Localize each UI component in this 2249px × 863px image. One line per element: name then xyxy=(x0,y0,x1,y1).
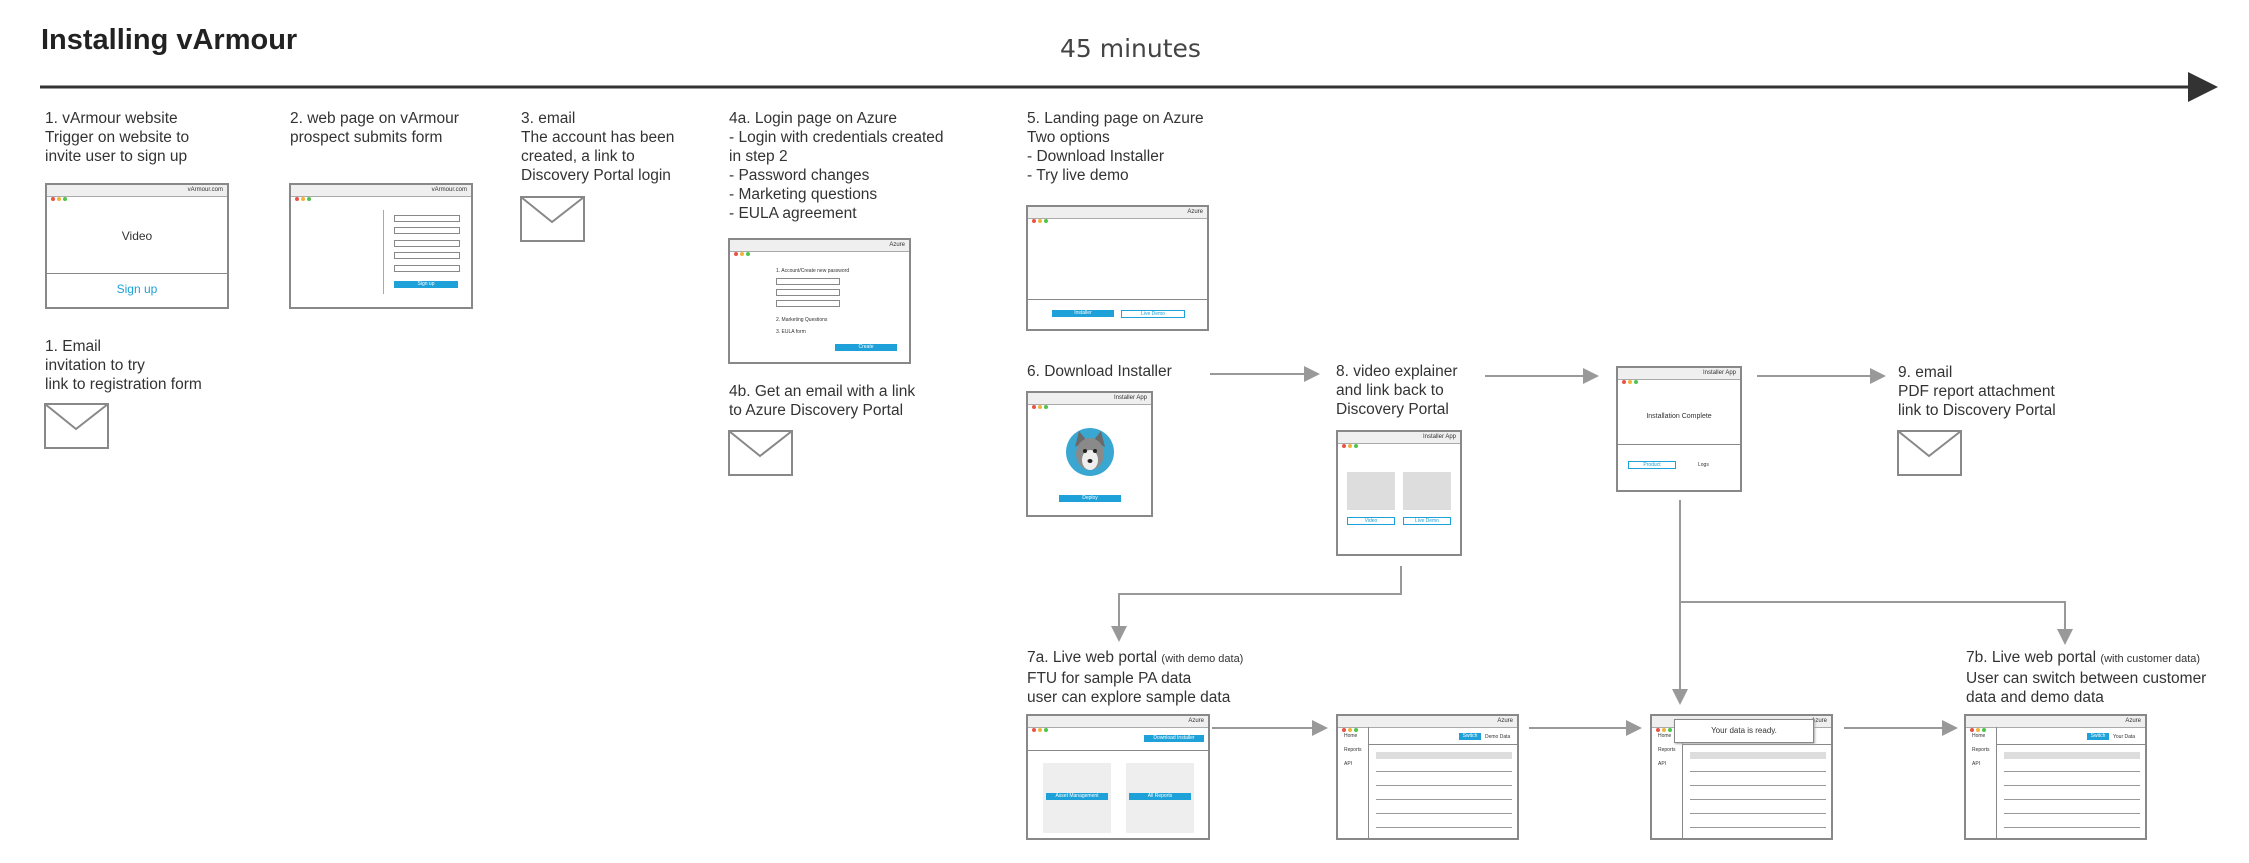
step-3-text: 3. email The account has been created, a… xyxy=(521,110,675,184)
mockup-portal-switch-demo: Azure Home Reports API Switch Demo Data xyxy=(1336,714,1519,840)
step-6-text: 6. Download Installer xyxy=(1027,363,1172,380)
video-label: Video xyxy=(121,229,153,243)
all-reports-button[interactable]: All Reports xyxy=(1129,793,1191,800)
mockup-portal-customer: Azure Home Reports API Switch Your Data xyxy=(1964,714,2147,840)
step-7b-text: 7b. Live web portal (with customer data)… xyxy=(1966,649,2207,706)
email-envelope-icon xyxy=(728,430,793,476)
live-demo-button[interactable]: Live Demo xyxy=(1403,517,1451,525)
step-2-text: 2. web page on vArmour prospect submits … xyxy=(290,110,459,146)
asset-management-button[interactable]: Asset Management xyxy=(1046,793,1108,800)
sign-up-button[interactable]: Sign up xyxy=(394,281,458,288)
video-button[interactable]: Video xyxy=(1347,517,1395,525)
create-button[interactable]: Create xyxy=(835,344,897,351)
step-7a-text: 7a. Live web portal (with demo data) FTU… xyxy=(1027,649,1244,706)
step-5-text: 5. Landing page on Azure Two options - D… xyxy=(1027,110,1204,184)
arrow-8-7a xyxy=(1111,566,1402,642)
mockup-signup-form: vArmour.com Sign up xyxy=(289,183,473,309)
live-demo-button[interactable]: Live Demo xyxy=(1121,310,1185,318)
logs-link[interactable]: Logs xyxy=(1698,462,1709,468)
step-4a-text: 4a. Login page on Azure - Login with cre… xyxy=(729,110,944,222)
email-envelope-icon xyxy=(1897,430,1962,476)
sign-up-link[interactable]: Sign up xyxy=(116,282,158,296)
data-ready-toast: Your data is ready. xyxy=(1674,719,1814,743)
mockup-portal-data-ready: Azure Home Reports API Your data is read… xyxy=(1650,714,1833,840)
duration-label: 45 minutes xyxy=(1060,34,1201,63)
download-installer-button[interactable]: Download Installer xyxy=(1144,735,1204,742)
mockup-video-explainer: Installer App Video Live Demo xyxy=(1336,430,1462,556)
husky-logo-icon xyxy=(1066,428,1114,476)
arrow-complete-7b xyxy=(1680,601,2073,645)
step-4b-text: 4b. Get an email with a link to Azure Di… xyxy=(729,383,916,419)
step-1-text: 1. vArmour website Trigger on website to… xyxy=(45,110,190,165)
mockup-azure-login: Azure 1. Account/Create new password 2. … xyxy=(728,238,911,364)
installer-button[interactable]: Installer xyxy=(1052,310,1114,317)
switch-button[interactable]: Switch xyxy=(1459,733,1481,740)
page-title: Installing vArmour xyxy=(41,24,298,56)
switch-button[interactable]: Switch xyxy=(2087,733,2109,740)
mockup-portal-demo: Azure Download Installer Asset Managemen… xyxy=(1026,714,1210,840)
mockup-installer-download: Installer App Deploy xyxy=(1026,391,1153,517)
installation-complete-label: Installation Complete xyxy=(1646,413,1712,420)
email-envelope-icon xyxy=(44,403,109,449)
email-envelope-icon xyxy=(520,196,585,242)
mockup-installation-complete: Installer App Installation Complete Prod… xyxy=(1616,366,1742,492)
mockup-azure-landing: Azure Installer Live Demo xyxy=(1026,205,1209,331)
step-9-text: 9. email PDF report attachment link to D… xyxy=(1898,364,2056,419)
product-button[interactable]: Product xyxy=(1628,461,1676,469)
step-1b-text: 1. Email invitation to try link to regis… xyxy=(45,338,202,393)
deploy-button[interactable]: Deploy xyxy=(1059,495,1121,502)
step-8-text: 8. video explainer and link back to Disc… xyxy=(1336,363,1458,418)
mockup-varmour-website: vArmour.com Video Sign up xyxy=(45,183,229,309)
